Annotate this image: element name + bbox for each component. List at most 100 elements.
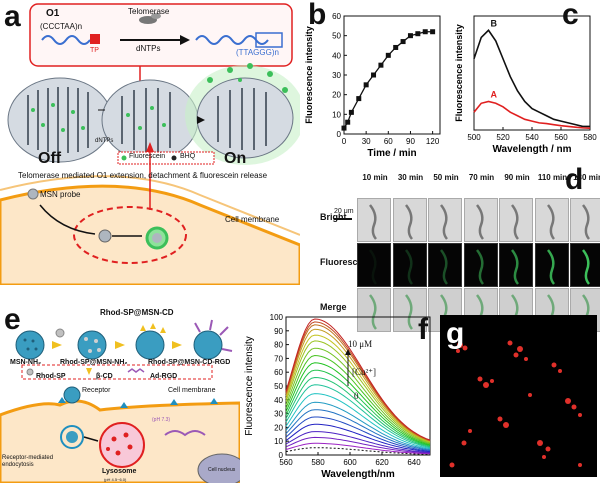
spectrum-curve (285, 436, 431, 454)
micrograph-bright (499, 198, 533, 242)
fluorescein-dot-icon (121, 155, 127, 161)
o1-label: O1 (46, 8, 60, 19)
micrograph-fluorescein (463, 243, 498, 287)
x-tick-label-c: 520 (496, 133, 510, 142)
telomerase-label: Telomerase (128, 7, 170, 16)
rhod-msn-nh2-particle (77, 330, 107, 360)
y-tick-label-f: 60 (274, 368, 283, 377)
cell-image-red (449, 340, 582, 468)
spectrum-curve (285, 384, 431, 448)
spectrum-curve (285, 362, 431, 446)
dntps-label: dNTPs (136, 44, 161, 53)
row-label-merge: Merge (320, 302, 347, 312)
micrograph-fluorescein (570, 243, 600, 287)
x-tick-label-f: 600 (343, 458, 357, 467)
panel-a: a O1 Telomerase dNTPs (CCCTAA)n TP (TTAG… (0, 0, 305, 287)
tp-label: TP (90, 47, 99, 54)
x-tick-label-f: 580 (311, 458, 325, 467)
receptor-label: Receptor (82, 387, 111, 394)
y-tick-label-b: 0 (337, 130, 342, 139)
lysosome (99, 422, 145, 468)
x-tick-label-f: 640 (407, 458, 421, 467)
legend-fluorescein: Fluorescein (129, 153, 166, 160)
e-title: Rhod-SP@MSN-CD (100, 308, 174, 317)
x-tick-label-b: 60 (384, 137, 393, 146)
x-tick-label-c: 500 (467, 133, 481, 142)
scale-bar-label: 20 μm (334, 208, 354, 215)
msn-on-sphere (185, 63, 305, 165)
data-point-b (393, 44, 399, 50)
spectrum-curve (285, 393, 431, 449)
msn-nh2-particle (15, 330, 45, 360)
time-column-label: 30 min (397, 173, 424, 182)
y-tick-label-f: 90 (274, 327, 283, 336)
ph-lysosome-label: (pH 4.5~6.0) (104, 477, 127, 482)
data-point-b (356, 96, 362, 102)
data-point-b (422, 29, 428, 35)
x-tick-label-b: 0 (342, 137, 347, 146)
panel-a-diagram (0, 3, 305, 287)
cell-membrane-e-label: Cell membrane (168, 387, 216, 394)
micrograph-merge (392, 288, 427, 332)
conc-label: 10 μM (348, 339, 373, 349)
panel-label-g: g (446, 317, 465, 350)
panel-d: d (300, 165, 600, 305)
spectrum-curve (285, 431, 431, 453)
legend-rhod-sp: Rhod-SP (36, 373, 66, 380)
time-column-label: 50 min (433, 173, 459, 182)
data-point-b (345, 119, 351, 125)
x-axis-label-f: Wavelength/nm (321, 469, 395, 480)
bhq-dot-icon (171, 155, 177, 161)
panel-label-a: a (4, 0, 21, 33)
y-tick-label-b: 30 (332, 71, 341, 80)
off-label: Off (38, 150, 62, 167)
rhod-msn-cd-rgd-particle (193, 319, 233, 360)
micrograph-fluorescein (392, 243, 427, 287)
msn-extension-sphere (101, 79, 199, 161)
time-column-label: 130 min (573, 173, 600, 182)
y-tick-label-f: 40 (274, 396, 283, 405)
micrograph-fluorescein (534, 243, 569, 287)
series-label-a: A (491, 90, 498, 100)
spectrum-curve (285, 447, 431, 455)
lysosome-label: Lysosome (102, 468, 137, 475)
x-tick-label-b: 120 (426, 137, 440, 146)
x-tick-label-c: 540 (525, 133, 539, 142)
tp-marker (90, 34, 100, 44)
data-point-b (348, 109, 354, 115)
spectrum-curve (285, 340, 431, 443)
x-axis-label-c: Wavelength / nm (492, 144, 571, 155)
y-axis-label-c: Fluorescence intensity (454, 24, 464, 122)
dntps-small-label: dNTPs (95, 138, 114, 144)
row-label-bright: Bright (320, 212, 347, 222)
time-column-label: 10 min (362, 173, 388, 182)
y-tick-label-f: 100 (270, 313, 284, 322)
spectrum-curve (285, 416, 431, 452)
panel-label-e: e (4, 303, 21, 336)
spectrum-curve (285, 423, 431, 453)
msn-probe-icon (27, 188, 39, 200)
dna-strand-left (41, 35, 91, 45)
spectrum-curve (285, 334, 431, 443)
micrograph-bright (392, 198, 427, 242)
data-point-b (378, 62, 384, 68)
beta-cd-icon (86, 368, 92, 375)
up-arrow-icon (345, 349, 351, 386)
y-tick-label-b: 40 (332, 51, 341, 60)
series-line-a (473, 100, 591, 130)
y-tick-label-f: 30 (274, 410, 283, 419)
y-tick-label-b: 60 (332, 12, 341, 21)
arrow-head-icon (180, 35, 190, 45)
spectrum-curve (285, 369, 431, 447)
seq-right-label: (TTAGGG)n (236, 48, 279, 57)
on-label: On (224, 150, 247, 167)
nucleus-label: Cell nucleus (208, 467, 236, 473)
micrograph-fluorescein (428, 243, 462, 287)
spectrum-curve (285, 409, 431, 451)
micrograph-bright (463, 198, 498, 242)
panel-label-b: b (308, 0, 327, 31)
